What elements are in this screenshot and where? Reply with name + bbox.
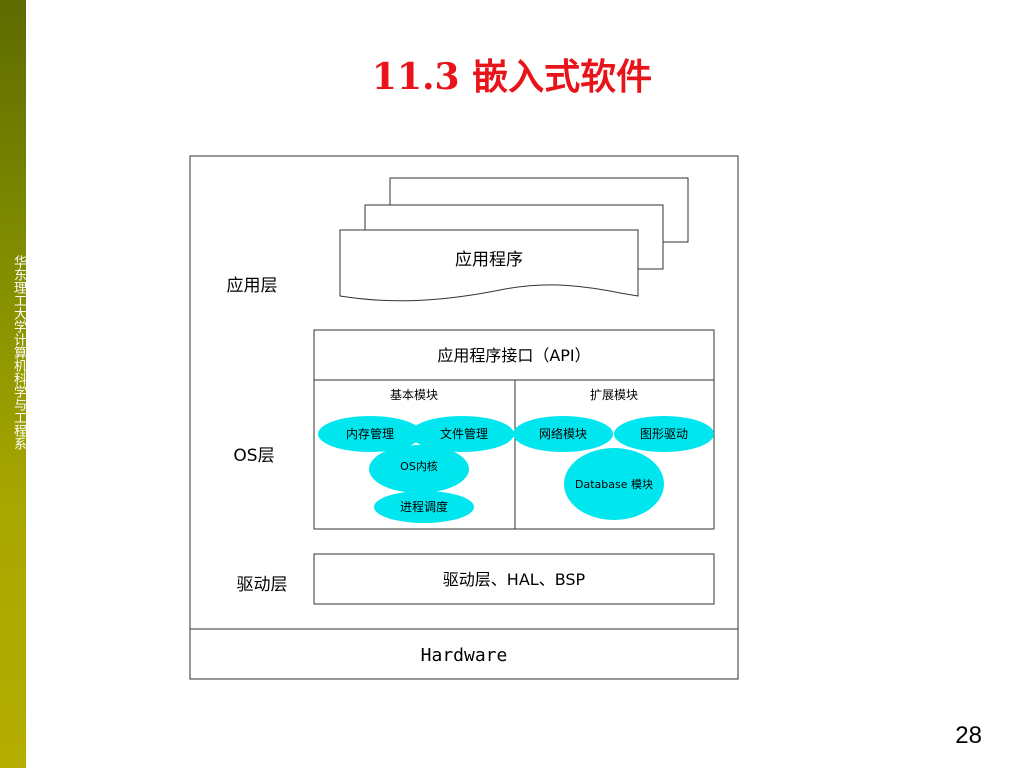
layer-label-driver: 驱动层 xyxy=(237,575,288,595)
basic-module-title: 基本模块 xyxy=(390,388,438,402)
layer-label-app: 应用层 xyxy=(227,276,278,296)
page-number: 28 xyxy=(955,722,982,749)
os-kernel-ellipse xyxy=(369,445,469,493)
network-module-ellipse xyxy=(513,416,613,452)
process-sched-ellipse xyxy=(374,491,474,523)
slide-title: 11.3 嵌入式软件 xyxy=(371,56,653,98)
sidebar-text: 华东理工大学计算机科学与工程系 xyxy=(11,255,26,450)
doc-page-front xyxy=(339,229,639,302)
memory-mgmt-label: 内存管理 xyxy=(346,426,394,441)
database-module-label: Database 模块 xyxy=(575,478,653,491)
database-module-ellipse xyxy=(564,448,664,520)
file-mgmt-label: 文件管理 xyxy=(440,426,488,441)
hardware-label: Hardware xyxy=(421,645,508,666)
graphics-driver-ellipse xyxy=(614,416,714,452)
app-program-label: 应用程序 xyxy=(455,250,523,270)
layer-label-os: OS层 xyxy=(233,446,274,466)
driver-box-label: 驱动层、HAL、BSP xyxy=(443,570,586,589)
process-sched-label: 进程调度 xyxy=(400,499,448,514)
os-modules-box xyxy=(313,379,715,530)
network-module-label: 网络模块 xyxy=(539,426,587,441)
memory-mgmt-ellipse xyxy=(318,416,422,452)
graphics-driver-label: 图形驱动 xyxy=(640,427,688,441)
file-mgmt-ellipse xyxy=(410,416,514,452)
api-box xyxy=(313,329,715,381)
extension-module-title: 扩展模块 xyxy=(590,388,638,402)
side-strip xyxy=(0,0,26,768)
os-kernel-label: OS内核 xyxy=(400,459,438,473)
driver-box xyxy=(313,553,715,605)
api-label: 应用程序接口（API） xyxy=(437,346,590,365)
